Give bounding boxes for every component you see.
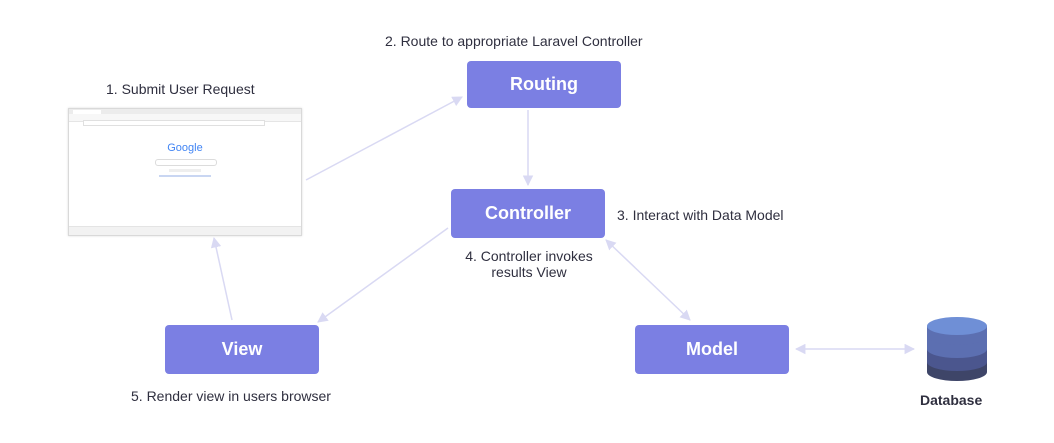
view-node: View bbox=[165, 325, 319, 374]
browser-tab bbox=[73, 110, 101, 114]
step1-label: 1. Submit User Request bbox=[106, 81, 255, 97]
step2-label: 2. Route to appropriate Laravel Controll… bbox=[385, 33, 643, 49]
browser-links bbox=[159, 175, 211, 177]
step5-label: 5. Render view in users browser bbox=[131, 388, 331, 404]
browser-tab-strip bbox=[69, 109, 301, 114]
arrow-view-to-browser bbox=[210, 236, 233, 321]
arrow-controller-to-view bbox=[317, 227, 449, 323]
browser-screenshot: Google bbox=[68, 108, 302, 236]
step4-line1: 4. Controller invokes bbox=[465, 248, 593, 264]
arrow-controller-model bbox=[605, 239, 691, 321]
controller-node: Controller bbox=[451, 189, 605, 238]
database-label: Database bbox=[920, 392, 983, 408]
step3-label: 3. Interact with Data Model bbox=[617, 207, 784, 223]
arrow-browser-to-routing bbox=[305, 96, 463, 181]
browser-logo: Google bbox=[69, 142, 301, 154]
database-top bbox=[927, 317, 987, 335]
step4-label: 4. Controller invokes results View bbox=[458, 248, 600, 280]
browser-address-bar bbox=[83, 120, 265, 126]
browser-toolbar bbox=[69, 114, 301, 126]
browser-footer bbox=[69, 226, 301, 235]
model-node: Model bbox=[635, 325, 789, 374]
browser-search-box bbox=[155, 159, 217, 166]
step4-line2: results View bbox=[491, 264, 567, 280]
database-icon bbox=[927, 317, 987, 381]
browser-search-buttons bbox=[169, 169, 201, 172]
google-logo: Google bbox=[167, 142, 203, 154]
routing-node: Routing bbox=[467, 61, 621, 108]
